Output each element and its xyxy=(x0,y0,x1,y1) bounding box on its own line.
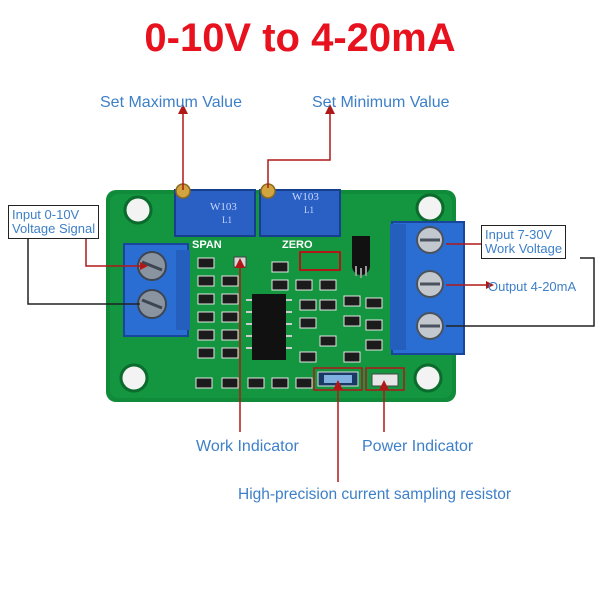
diagram-title: 0-10V to 4-20mA xyxy=(144,16,456,60)
input-signal-line1: Input 0-10V xyxy=(12,207,80,222)
power-indicator-label: Power Indicator xyxy=(362,438,474,455)
smd-resistor xyxy=(271,261,289,273)
smd-resistor xyxy=(197,293,215,305)
pot-sub-zero: L1 xyxy=(304,205,314,215)
span-silkscreen: SPAN xyxy=(192,239,222,251)
smd-resistor xyxy=(271,377,289,389)
pot-sub-span: L1 xyxy=(222,215,232,225)
output-label: Output 4-20mA xyxy=(488,279,577,294)
smd-resistor xyxy=(271,279,289,291)
mounting-hole xyxy=(123,195,153,225)
smd-resistor xyxy=(221,275,239,287)
smd-resistor xyxy=(221,311,239,323)
work-indicator-label: Work Indicator xyxy=(196,438,299,455)
smd-resistor xyxy=(365,297,383,309)
smd-resistor xyxy=(319,335,337,347)
mounting-hole xyxy=(413,363,443,393)
set-maximum-value-label: Set Maximum Value xyxy=(100,94,242,111)
smd-resistor xyxy=(295,279,313,291)
smd-resistor xyxy=(197,275,215,287)
input-signal-box: Input 0-10V Voltage Signal xyxy=(8,205,100,239)
smd-resistor xyxy=(319,279,337,291)
smd-resistor xyxy=(343,315,361,327)
smd-resistor xyxy=(197,329,215,341)
smd-resistor xyxy=(221,293,239,305)
pot-marking-zero: W103 xyxy=(292,191,319,203)
smd-resistor xyxy=(295,377,313,389)
smd-resistor xyxy=(221,347,239,359)
input-power-line1: Input 7-30V xyxy=(485,227,553,242)
ic-chip xyxy=(246,294,292,360)
set-minimum-value-label: Set Minimum Value xyxy=(312,94,450,111)
input-signal-terminal xyxy=(123,243,190,337)
zero-led-highlight xyxy=(299,251,341,271)
smd-resistor xyxy=(195,377,213,389)
pot-marking-span: W103 xyxy=(210,201,237,213)
zero-silkscreen: ZERO xyxy=(282,239,313,251)
smd-resistor xyxy=(365,319,383,331)
smd-resistor xyxy=(343,351,361,363)
sampling-resistor-label: High-precision current sampling resistor xyxy=(238,486,512,503)
smd-resistor xyxy=(319,299,337,311)
smd-resistor xyxy=(197,347,215,359)
smd-resistor xyxy=(221,329,239,341)
smd-resistor xyxy=(221,377,239,389)
smd-resistor xyxy=(197,257,215,269)
potentiometer-zero: W103 L1 xyxy=(259,183,341,237)
smd-resistor xyxy=(299,317,317,329)
smd-resistor xyxy=(365,339,383,351)
potentiometer-span: W103 L1 xyxy=(174,183,256,237)
smd-resistor xyxy=(247,377,265,389)
power-leader-line xyxy=(446,257,595,327)
smd-components xyxy=(195,257,383,389)
mounting-hole xyxy=(119,363,149,393)
transistor xyxy=(352,236,370,278)
mounting-hole xyxy=(415,193,445,223)
pointer-lines xyxy=(85,114,486,482)
input-power-box: Input 7-30V Work Voltage xyxy=(481,225,567,259)
smd-resistor xyxy=(299,351,317,363)
input-signal-line2: Voltage Signal xyxy=(12,221,96,236)
power-output-terminal xyxy=(390,221,465,355)
smd-resistor xyxy=(343,295,361,307)
smd-resistor xyxy=(197,311,215,323)
smd-resistor xyxy=(299,299,317,311)
input-power-line2: Work Voltage xyxy=(485,241,563,256)
